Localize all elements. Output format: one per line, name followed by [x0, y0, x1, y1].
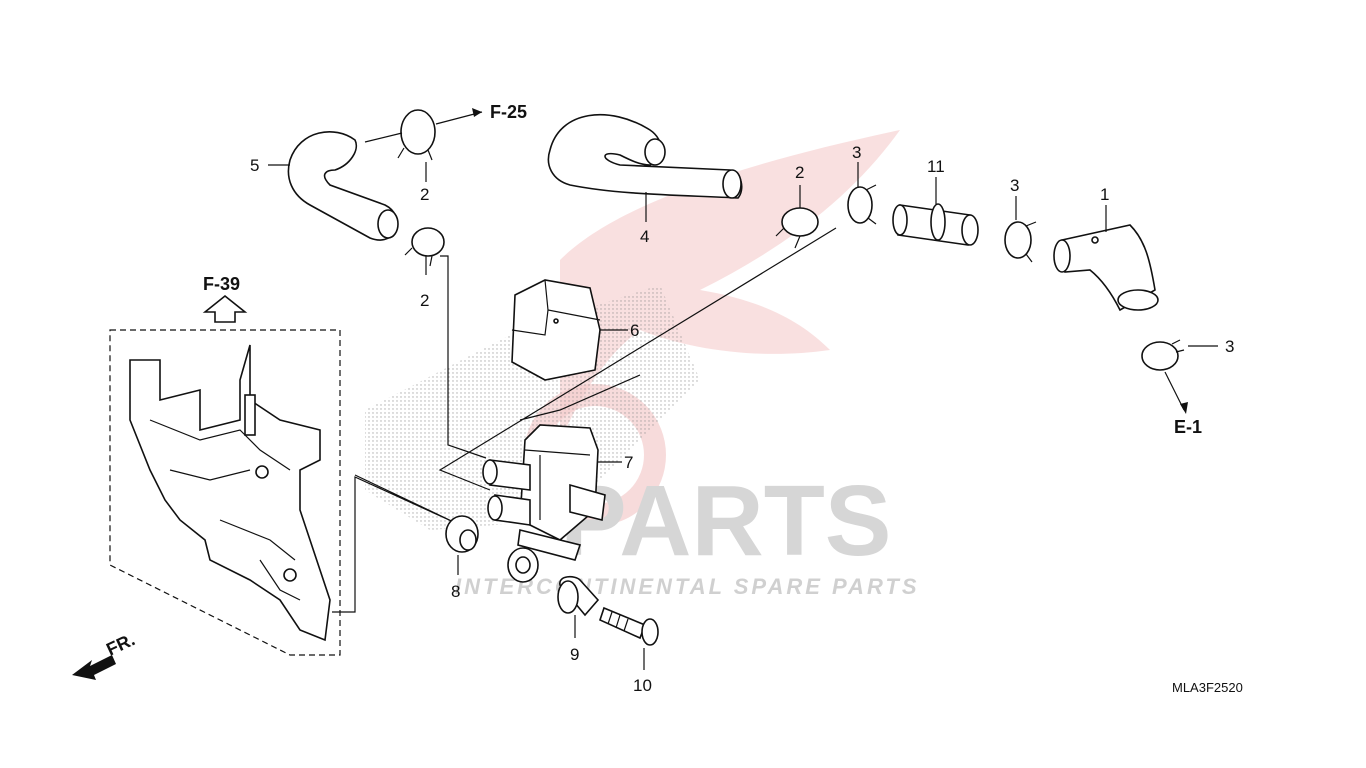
- valve-mount-bracket: [507, 547, 539, 583]
- part-3-clamp-left: [847, 184, 877, 225]
- part-2-clamp-right: [775, 207, 819, 249]
- part-7-valve: [482, 424, 606, 561]
- callout-2-right: 2: [795, 163, 804, 182]
- part-2-clamp-upper: [397, 109, 436, 161]
- diagram-code: MLA3F2520: [1172, 680, 1243, 695]
- callout-4: 4: [640, 227, 649, 246]
- bracket-assembly: [129, 344, 331, 642]
- part-9-collar: [557, 575, 600, 617]
- part-10-bolt: [599, 606, 659, 646]
- callout-3-right: 3: [1225, 337, 1234, 356]
- part-8-grommet: [445, 515, 479, 553]
- part-6-cover: [511, 279, 601, 381]
- callout-7: 7: [624, 453, 633, 472]
- callout-2-middle: 2: [420, 291, 429, 310]
- up-arrow-icon: [202, 294, 248, 323]
- front-arrow-icon: [72, 655, 116, 680]
- ref-e1: E-1: [1174, 417, 1202, 437]
- ref-fr: FR.: [103, 629, 138, 659]
- part-2-clamp-middle: [404, 227, 445, 267]
- bracket-group-frame: [109, 329, 341, 656]
- callout-9: 9: [570, 645, 579, 664]
- callout-2-upper: 2: [420, 185, 429, 204]
- part-5-hose: [287, 131, 398, 241]
- callout-6: 6: [630, 321, 639, 340]
- callout-11: 11: [927, 157, 945, 176]
- ref-f39: F-39: [203, 274, 240, 294]
- part-3-clamp-middle: [1004, 221, 1037, 263]
- callout-3-left: 3: [852, 143, 861, 162]
- callout-3-middle: 3: [1010, 176, 1019, 195]
- callout-10: 10: [633, 676, 652, 695]
- callout-8: 8: [451, 582, 460, 601]
- shading-region: [365, 285, 700, 530]
- callout-1: 1: [1100, 185, 1109, 204]
- callout-5: 5: [250, 156, 259, 175]
- connector-lines: [332, 227, 837, 613]
- part-3-clamp-right: [1141, 339, 1185, 371]
- watermark-brand: PARTS: [560, 465, 892, 577]
- ref-f25: F-25: [490, 102, 527, 122]
